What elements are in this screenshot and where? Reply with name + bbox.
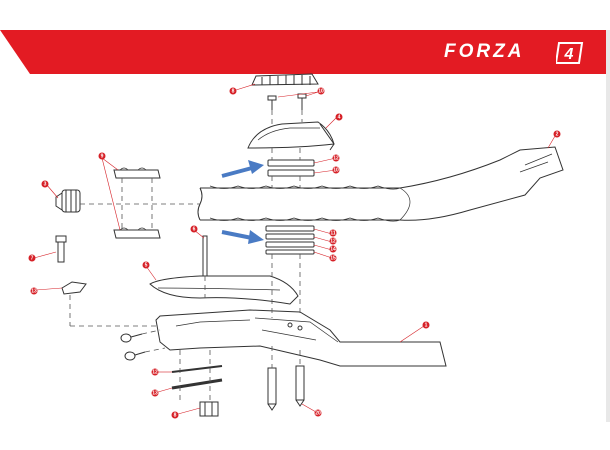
- page-edge-shadow: [606, 30, 610, 422]
- svg-text:12: 12: [333, 156, 339, 162]
- callout-13-washer: 13: [151, 389, 159, 397]
- svg-text:10: 10: [333, 168, 339, 174]
- callout-6-pin: 6: [190, 225, 198, 233]
- brand-logo: 4: [556, 42, 584, 64]
- svg-text:7: 7: [31, 256, 34, 262]
- svg-text:11: 11: [330, 231, 336, 237]
- callout-14: 14: [329, 245, 337, 253]
- callout-12-washer: 12: [151, 368, 159, 376]
- part-end-plug: [55, 189, 81, 213]
- callout-10-top: 10: [317, 87, 325, 95]
- callout-10-upper: 10: [332, 166, 340, 174]
- callout-2: 2: [553, 130, 561, 138]
- brand-header-band: [0, 30, 610, 74]
- callout-8-clamp: 8: [171, 411, 179, 419]
- part-bolt-left: [55, 235, 67, 263]
- part-top-screws: [267, 93, 307, 110]
- svg-text:10: 10: [318, 89, 324, 95]
- callout-15: 15: [329, 254, 337, 262]
- svg-text:12: 12: [152, 370, 158, 376]
- callout-20: 20: [314, 409, 322, 417]
- part-armrest-base: [149, 275, 299, 305]
- callout-7-bolt: 7: [28, 254, 36, 262]
- part-arm-pads: [113, 167, 161, 239]
- callout-3: 3: [41, 180, 49, 188]
- callout-1: 1: [422, 321, 430, 329]
- callout-11: 11: [329, 229, 337, 237]
- callout-4: 4: [335, 113, 343, 121]
- alignment-lines: [69, 110, 303, 404]
- part-clamp-cap: [247, 121, 335, 151]
- part-washers: [171, 365, 223, 390]
- part-extension-bar: [197, 146, 564, 222]
- callout-5: 5: [142, 261, 150, 269]
- callout-13-wedge: 13: [30, 287, 38, 295]
- svg-text:14: 14: [330, 247, 336, 253]
- svg-text:1: 1: [425, 323, 428, 329]
- svg-text:2: 2: [556, 132, 559, 138]
- svg-text:5: 5: [145, 263, 148, 269]
- part-long-bolts: [267, 365, 305, 411]
- callout-markers: 8 10 4 2 12 10 9 3 6 11 12 14 15 7 5 13 …: [28, 87, 561, 419]
- brand-logo-mark: 4: [564, 46, 574, 63]
- svg-text:6: 6: [193, 227, 196, 233]
- svg-text:13: 13: [152, 391, 158, 397]
- part-stem-base: [155, 309, 447, 367]
- part-clamp-wedge: [61, 281, 87, 295]
- svg-text:15: 15: [330, 256, 336, 262]
- svg-text:4: 4: [338, 115, 341, 121]
- svg-text:20: 20: [315, 411, 321, 417]
- leader-lines: [33, 83, 556, 415]
- highlight-arrows: [221, 160, 264, 244]
- brand-name: FORZA: [444, 41, 525, 62]
- part-center-pin: [202, 235, 208, 277]
- svg-text:3: 3: [44, 182, 47, 188]
- svg-text:13: 13: [31, 289, 37, 295]
- svg-text:12: 12: [330, 239, 336, 245]
- arrow-lower: [221, 230, 264, 244]
- callout-12-lower: 12: [329, 237, 337, 245]
- part-lower-spacers: [265, 225, 315, 255]
- part-top-pad: [251, 73, 319, 86]
- callout-12-upper: 12: [332, 154, 340, 162]
- part-bottom-clamp: [199, 401, 219, 417]
- part-side-screws: [120, 333, 146, 361]
- svg-text:8: 8: [174, 413, 177, 419]
- callout-9: 9: [98, 152, 106, 160]
- part-upper-spacers: [267, 159, 315, 177]
- svg-text:9: 9: [101, 154, 104, 160]
- callout-8-top: 8: [229, 87, 237, 95]
- arrow-upper: [221, 160, 264, 178]
- svg-text:8: 8: [232, 89, 235, 95]
